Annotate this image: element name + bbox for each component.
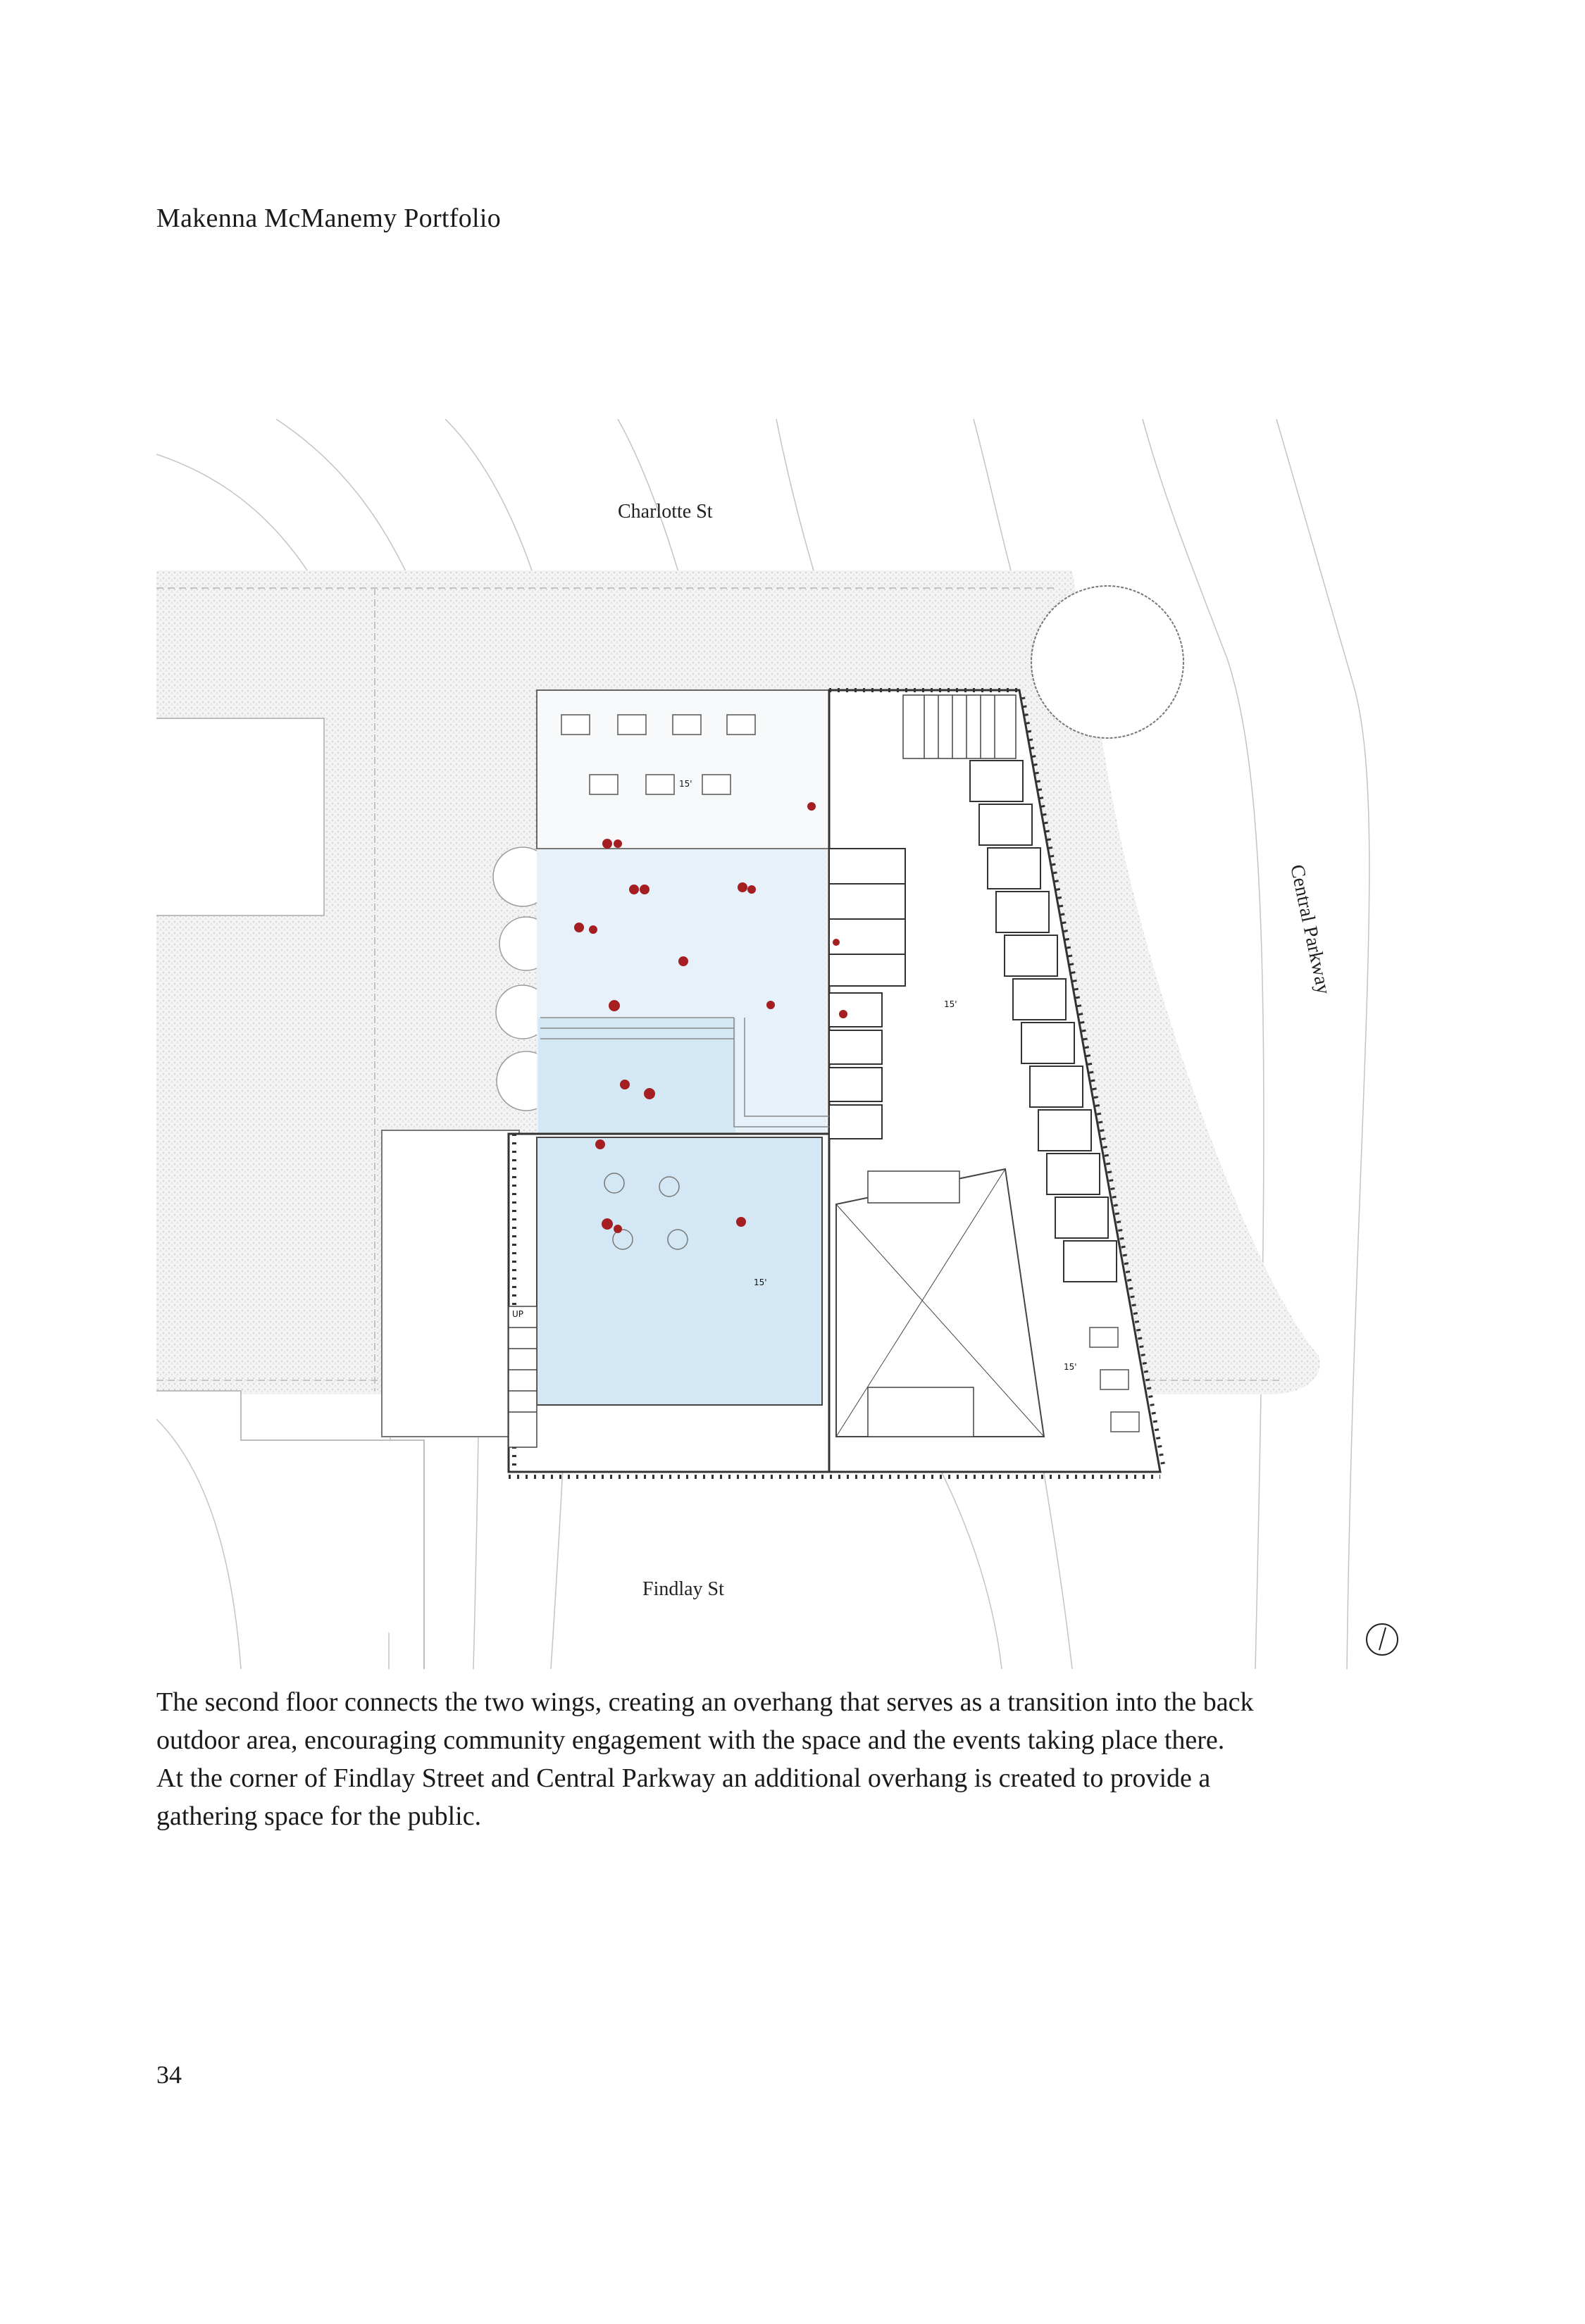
tree-canopy <box>1031 585 1184 739</box>
elevation-tag-4: 15' <box>1064 1362 1077 1372</box>
floor-plan-drawing: UP <box>156 419 1398 1669</box>
page-header: Makenna McManemy Portfolio <box>156 204 502 233</box>
neighbor-building-south <box>156 1390 425 1669</box>
street-label-findlay: Findlay St <box>642 1578 724 1600</box>
north-wall-mullions <box>509 688 1166 1479</box>
dining-tables <box>561 714 756 795</box>
terrace-steps <box>540 1017 829 1127</box>
restroom-core <box>828 848 906 1139</box>
elevation-tag-2: 15' <box>944 999 957 1009</box>
atrium-void <box>835 1168 1045 1437</box>
stair-up-label: UP <box>512 1309 523 1319</box>
adjacent-structure <box>381 1130 520 1437</box>
west-stair <box>508 1306 537 1448</box>
elevation-tag-3: 15' <box>754 1277 767 1287</box>
street-label-charlotte: Charlotte St <box>618 501 713 523</box>
elevation-tag-1: 15' <box>679 779 692 789</box>
site-floor-plan: UP <box>156 419 1417 1669</box>
east-tables <box>1089 1327 1140 1432</box>
people-figures <box>574 802 847 1233</box>
guest-rooms <box>969 760 1117 1282</box>
page-number: 34 <box>156 2061 182 2089</box>
round-tables <box>604 1173 688 1250</box>
north-arrow-icon <box>1366 1623 1398 1656</box>
neighbor-building-north <box>156 718 325 916</box>
street-label-central-parkway: Central Parkway <box>1286 863 1334 997</box>
caption-paragraph: The second floor connects the two wings,… <box>156 1687 1254 1831</box>
north-stair <box>902 694 1017 759</box>
